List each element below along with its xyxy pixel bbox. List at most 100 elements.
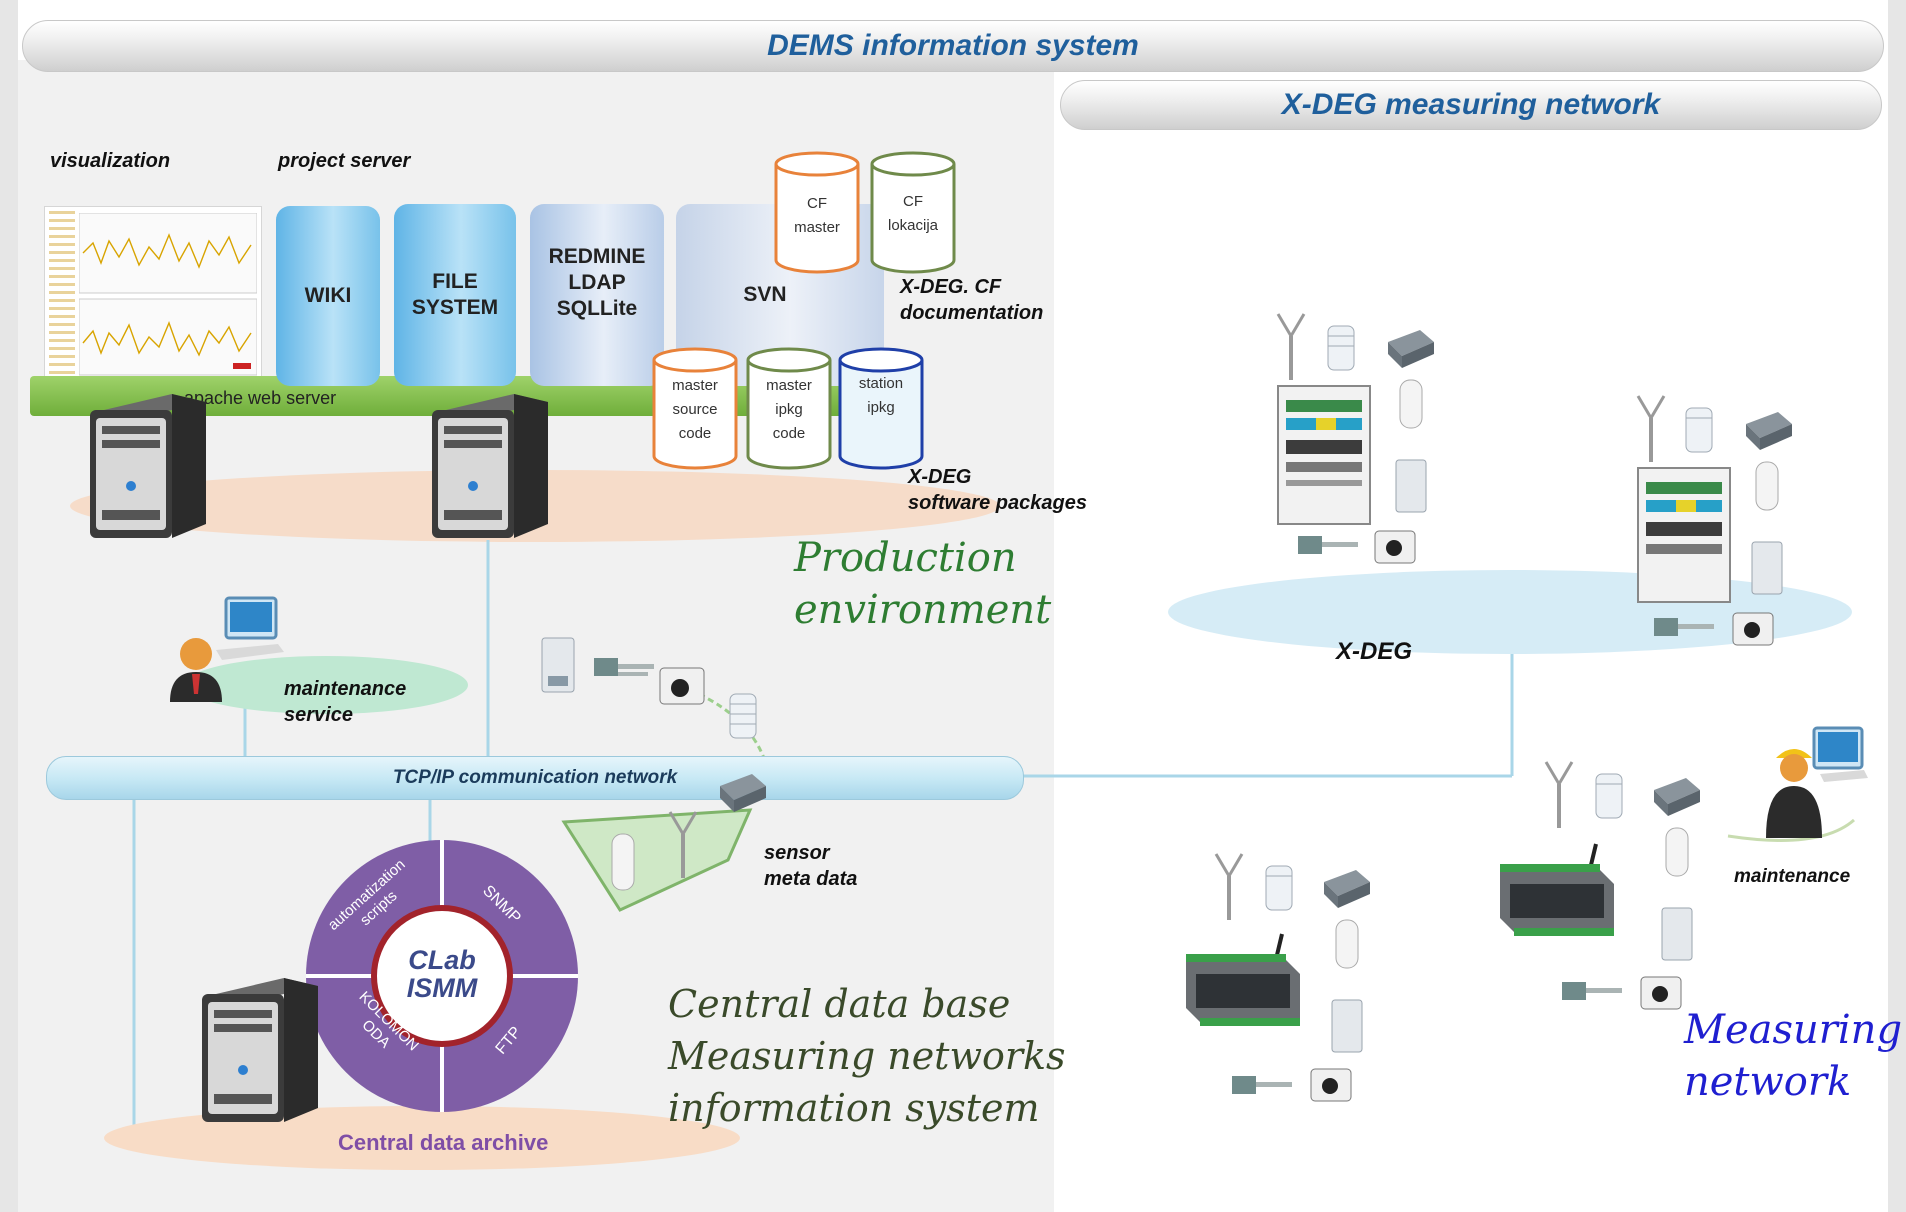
- cf-master-line1: CF: [807, 195, 827, 212]
- screenshot-sidebar: [49, 211, 75, 379]
- archive-center-label: CLab ISMM: [382, 946, 502, 1002]
- sensor-device-icon-s3: [1331, 999, 1363, 1053]
- production-line1: Production: [794, 535, 1017, 581]
- humidity-sensor-icon-s1: [1399, 379, 1423, 429]
- radiation-shield-icon-s3: [1265, 865, 1293, 911]
- pkg2-line2: ipkg: [775, 401, 803, 418]
- cf-lokacija-line2: lokacija: [888, 217, 939, 234]
- maintenance-person-with-computer-icon: [170, 596, 284, 702]
- production-line2: environment: [794, 587, 1052, 633]
- xdeg-title-bar: X-DEG measuring network: [1060, 80, 1882, 130]
- central-data-archive-label: Central data archive: [338, 1130, 549, 1155]
- dems-title: DEMS information system: [767, 29, 1139, 62]
- maintenance-worker-with-computer-icon: [1766, 726, 1868, 838]
- cf-documentation-label: X-DEG. CF documentation: [900, 274, 1080, 326]
- cf-master-line2: master: [794, 219, 840, 236]
- wind-vane-icon-s1: [1276, 313, 1306, 380]
- sensor-meta-data-shape: [561, 808, 753, 912]
- radiation-shield-icon-s2: [1685, 407, 1713, 453]
- xdeg-cloud-label: X-DEG: [1336, 638, 1413, 665]
- humidity-sensor-icon-s2: [1755, 461, 1779, 511]
- server-icon-project: [432, 394, 548, 538]
- temperature-probe-icon-s4: [1562, 982, 1622, 1000]
- outer-border-right: [1888, 0, 1906, 1212]
- master-ipkg-code-cylinder: master ipkg code: [746, 347, 832, 470]
- pressure-sensor-icon-s2: [1746, 412, 1792, 450]
- redmine-pillar: REDMINE LDAP SQLLite: [530, 204, 664, 386]
- dems-title-bar: DEMS information system: [22, 20, 1884, 72]
- sensor-device-icon-s2: [1751, 541, 1783, 595]
- wind-vane-icon-s2: [1636, 395, 1666, 462]
- outer-border-left: [0, 0, 18, 1212]
- software-packages-line1: X-DEG: [908, 466, 972, 488]
- maintenance-service-line2: service: [284, 704, 353, 726]
- sensor-meta-line2: meta data: [764, 868, 858, 890]
- sensor-meta-line1: sensor: [764, 842, 830, 864]
- datalogger-4: [1500, 843, 1614, 936]
- camera-sensor-icon: [659, 667, 705, 705]
- xdeg-title: X-DEG measuring network: [1281, 88, 1661, 121]
- pkg1-line3: code: [679, 425, 712, 442]
- visualization-label: visualization: [50, 150, 171, 172]
- tcp-ip-network-label: TCP/IP communication network: [392, 767, 678, 788]
- temperature-probe-icon: [594, 658, 654, 676]
- camera-sensor-icon-s1: [1374, 530, 1416, 564]
- wiki-label: WIKI: [304, 284, 352, 307]
- cf-lokacija-cylinder: CF lokacija: [870, 151, 956, 274]
- maintenance-label: maintenance: [1734, 866, 1851, 887]
- tcp-ip-network-tube: TCP/IP communication network: [46, 756, 1024, 800]
- production-environment-label: Production environment: [794, 532, 1051, 636]
- radiation-shield-icon-s4: [1595, 773, 1623, 819]
- cf-master-cylinder: CF master: [774, 151, 860, 274]
- pkg3-line1: station: [859, 375, 903, 392]
- humidity-sensor-icon: [611, 833, 635, 891]
- cf-lokacija-line1: CF: [903, 193, 923, 210]
- pressure-sensor-icon-s3: [1324, 870, 1370, 908]
- sensor-device-icon-s4: [1661, 907, 1693, 961]
- temperature-probe-icon-s2: [1654, 618, 1714, 636]
- maintenance-service-ellipse: [184, 656, 468, 714]
- archive-ring: [306, 840, 578, 1112]
- camera-sensor-icon-s4: [1640, 976, 1682, 1010]
- wind-vane-icon: [668, 811, 698, 878]
- camera-sensor-icon-s3: [1310, 1068, 1352, 1102]
- station-ipkg-cylinder: station ipkg: [838, 347, 924, 470]
- measuring-network-line1: Measuring: [1684, 1007, 1903, 1053]
- sensor-meta-data-label: sensor meta data: [764, 840, 857, 892]
- humidity-sensor-icon-s4: [1665, 827, 1689, 877]
- radiation-shield-icon: [729, 693, 757, 739]
- pkg2-line1: master: [766, 377, 812, 394]
- maintenance-service-line1: maintenance: [284, 678, 407, 700]
- temperature-probe-icon-s1: [1298, 536, 1358, 554]
- measuring-network-label: Measuring network: [1684, 1004, 1902, 1108]
- sensor-device-icon-s1: [1395, 459, 1427, 513]
- central-db-line3: information system: [668, 1086, 1040, 1130]
- station-cabinet-1: [1277, 385, 1371, 525]
- pkg1-line1: master: [672, 377, 718, 394]
- pkg1-line2: source: [672, 401, 717, 418]
- redmine-label: REDMINE LDAP SQLLite: [548, 245, 646, 320]
- maintenance-service-label: maintenance service: [284, 676, 406, 728]
- server-icon-visualization: [90, 394, 206, 538]
- software-packages-line2: software packages: [908, 492, 1087, 514]
- wind-vane-icon-s3: [1214, 853, 1244, 920]
- pressure-sensor-icon-s1: [1388, 330, 1434, 368]
- svn-label: SVN: [743, 283, 787, 306]
- screenshot-chart: [79, 213, 257, 376]
- radiation-shield-icon-s1: [1327, 325, 1355, 371]
- camera-sensor-icon-s2: [1732, 612, 1774, 646]
- central-db-line2: Measuring networks: [668, 1034, 1066, 1078]
- pressure-sensor-icon-s4: [1654, 778, 1700, 816]
- software-packages-label: X-DEG software packages: [908, 464, 1087, 516]
- wind-vane-icon-s4: [1544, 761, 1574, 828]
- measuring-network-line2: network: [1684, 1059, 1852, 1105]
- archive-center-line1: CLab: [408, 945, 476, 975]
- wiki-pillar: WIKI: [276, 206, 380, 386]
- pressure-sensor-icon: [720, 774, 766, 812]
- station-cabinet-2: [1637, 467, 1731, 603]
- central-db-line1: Central data base: [668, 982, 1011, 1026]
- right-panel-background: [1054, 126, 1906, 1212]
- datalogger-3: [1186, 933, 1300, 1026]
- server-icon-archive: [202, 978, 318, 1122]
- cf-documentation-text: X-DEG. CF documentation: [900, 276, 1044, 324]
